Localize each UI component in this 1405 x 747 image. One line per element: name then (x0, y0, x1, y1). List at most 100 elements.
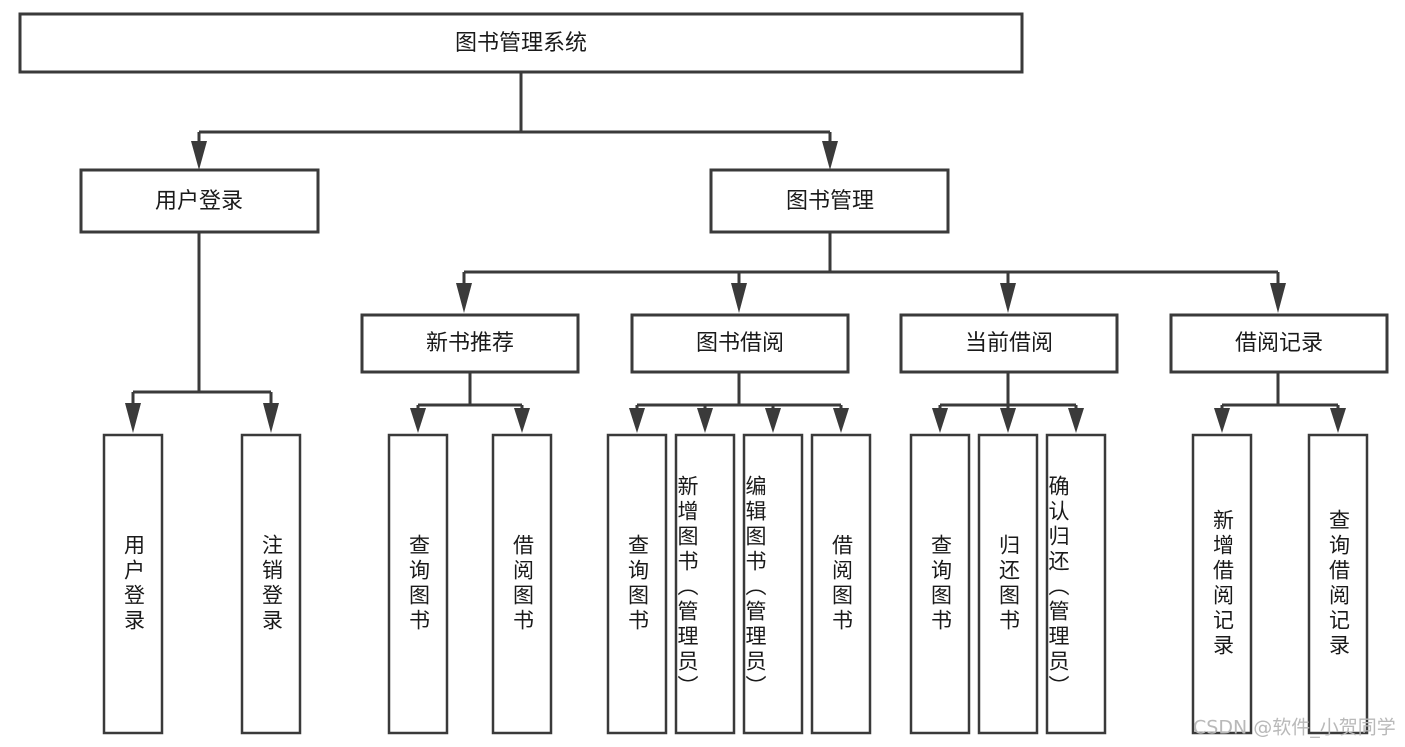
node-leaf-borrow-book-2-label: 借阅图书 (829, 534, 854, 634)
node-leaf-query-book-3-box[interactable] (909, 433, 971, 735)
node-book-management-box[interactable] (709, 168, 950, 234)
node-leaf-borrow-book-1[interactable]: 借阅图书 (491, 433, 553, 735)
node-leaf-user-logout[interactable]: 注销登录 (240, 433, 302, 735)
edge-group-current-borrow (932, 372, 1084, 433)
node-leaf-edit-book[interactable]: 编辑图书（管理员） (742, 433, 804, 735)
node-book-borrow[interactable]: 图书借阅 (630, 313, 850, 374)
node-book-management-label: 图书管理 (786, 189, 874, 214)
arrow-to-book-borrow-icon (731, 283, 747, 313)
edge-group-root (191, 72, 838, 170)
node-leaf-return-book[interactable]: 归还图书 (977, 433, 1039, 735)
arrow-to-return-book-icon (1000, 408, 1016, 433)
edge-group-borrow-record (1214, 372, 1346, 433)
arrow-to-borrow-record-icon (1270, 283, 1286, 313)
node-leaf-borrow-book-2-box[interactable] (810, 433, 872, 735)
node-leaf-query-book-3-text-area: 查询图书 (928, 534, 953, 634)
arrow-to-borrow-book-2-icon (833, 408, 849, 433)
node-leaf-query-book-2-box[interactable] (606, 433, 668, 735)
arrow-to-query-book-2-icon (629, 408, 645, 433)
node-leaf-add-book-text-area: 新增图书（管理员） (676, 474, 699, 700)
arrow-to-user-login-icon (191, 141, 207, 170)
arrow-to-book-management-icon (822, 141, 838, 170)
node-user-login-label: 用户登录 (155, 189, 243, 214)
node-leaf-user-logout-text-area: 注销登录 (259, 534, 284, 634)
node-leaf-user-logout-label: 注销登录 (259, 534, 284, 634)
node-leaf-query-book-2-label: 查询图书 (625, 534, 650, 634)
arrow-to-query-book-1-icon (410, 408, 426, 433)
node-leaf-borrow-book-1-box[interactable] (491, 433, 553, 735)
node-leaf-query-record[interactable]: 查询借阅记录 (1307, 433, 1369, 735)
node-leaf-user-login-box[interactable] (102, 433, 164, 735)
arrow-to-query-book-3-icon (932, 408, 948, 433)
node-leaf-query-record-label: 查询借阅记录 (1326, 509, 1351, 659)
node-leaf-query-book-1-label: 查询图书 (406, 534, 431, 634)
node-user-login[interactable]: 用户登录 (79, 168, 320, 234)
node-borrow-record-box[interactable] (1169, 313, 1389, 374)
node-leaf-query-book-3-label: 查询图书 (928, 534, 953, 634)
node-root-box[interactable] (18, 12, 1024, 74)
node-leaf-borrow-book-1-label: 借阅图书 (510, 534, 535, 634)
node-root[interactable]: 图书管理系统 (18, 12, 1024, 74)
node-book-borrow-box[interactable] (630, 313, 850, 374)
node-leaf-add-record-box[interactable] (1191, 433, 1253, 735)
node-new-book-recommend-label: 新书推荐 (426, 331, 514, 356)
node-leaf-query-record-text-area: 查询借阅记录 (1326, 509, 1351, 659)
node-borrow-record-label: 借阅记录 (1235, 331, 1323, 356)
node-leaf-add-record-text-area: 新增借阅记录 (1210, 509, 1235, 659)
edge-group-user-login (125, 232, 279, 433)
arrow-to-confirm-return-icon (1068, 408, 1084, 433)
node-borrow-record[interactable]: 借阅记录 (1169, 313, 1389, 374)
node-leaf-add-book-label: 新增图书（管理员） (676, 474, 699, 700)
arrow-to-query-record-icon (1330, 408, 1346, 433)
node-leaf-confirm-return[interactable]: 确认归还（管理员） (1045, 433, 1107, 735)
node-leaf-add-record-label: 新增借阅记录 (1210, 509, 1235, 659)
arrow-to-edit-book-icon (765, 408, 781, 433)
node-leaf-confirm-return-box[interactable] (1045, 433, 1107, 735)
node-current-borrow[interactable]: 当前借阅 (899, 313, 1119, 374)
arrow-to-add-record-icon (1214, 408, 1230, 433)
node-root-label: 图书管理系统 (455, 31, 587, 56)
node-leaf-query-book-2-text-area: 查询图书 (625, 534, 650, 634)
node-leaf-user-login-label: 用户登录 (121, 534, 146, 634)
arrow-to-current-borrow-icon (1000, 283, 1016, 313)
edge-group-book-management (456, 232, 1286, 313)
arrow-to-leaf-user-logout-icon (263, 403, 279, 433)
node-book-borrow-label: 图书借阅 (696, 331, 784, 356)
node-leaf-add-record[interactable]: 新增借阅记录 (1191, 433, 1253, 735)
node-leaf-user-logout-box[interactable] (240, 433, 302, 735)
node-leaf-edit-book-text-area: 编辑图书（管理员） (744, 474, 767, 700)
node-leaf-borrow-book-1-text-area: 借阅图书 (510, 534, 535, 634)
node-leaf-borrow-book-2-text-area: 借阅图书 (829, 534, 854, 634)
node-leaf-query-book-2[interactable]: 查询图书 (606, 433, 668, 735)
node-leaf-query-record-box[interactable] (1307, 433, 1369, 735)
node-leaf-edit-book-box[interactable] (742, 433, 804, 735)
node-current-borrow-label: 当前借阅 (965, 331, 1053, 356)
node-current-borrow-box[interactable] (899, 313, 1119, 374)
node-leaf-return-book-box[interactable] (977, 433, 1039, 735)
node-leaf-add-book[interactable]: 新增图书（管理员） (674, 433, 736, 735)
node-leaf-user-login[interactable]: 用户登录 (102, 433, 164, 735)
node-new-book-recommend-box[interactable] (360, 313, 580, 374)
node-leaf-confirm-return-label: 确认归还（管理员） (1047, 474, 1070, 700)
node-leaf-edit-book-label: 编辑图书（管理员） (744, 474, 767, 700)
node-book-management[interactable]: 图书管理 (709, 168, 950, 234)
watermark-label: CSDN @软件_小贺同学 (1193, 717, 1396, 739)
node-new-book-recommend[interactable]: 新书推荐 (360, 313, 580, 374)
node-leaf-add-book-box[interactable] (674, 433, 736, 735)
arrow-to-leaf-user-login-icon (125, 403, 141, 433)
node-leaf-user-login-text-area: 用户登录 (121, 534, 146, 634)
node-leaf-query-book-1[interactable]: 查询图书 (387, 433, 449, 735)
node-leaf-query-book-3[interactable]: 查询图书 (909, 433, 971, 735)
node-user-login-box[interactable] (79, 168, 320, 234)
arrow-to-add-book-icon (697, 408, 713, 433)
edge-group-book-borrow (629, 372, 849, 433)
node-leaf-return-book-label: 归还图书 (996, 534, 1021, 634)
arrow-to-borrow-book-1-icon (514, 408, 530, 433)
node-leaf-confirm-return-text-area: 确认归还（管理员） (1047, 474, 1070, 700)
node-leaf-return-book-text-area: 归还图书 (996, 534, 1021, 634)
node-leaf-query-book-1-box[interactable] (387, 433, 449, 735)
arrow-to-new-book-recommend-icon (456, 283, 472, 313)
node-leaf-borrow-book-2[interactable]: 借阅图书 (810, 433, 872, 735)
